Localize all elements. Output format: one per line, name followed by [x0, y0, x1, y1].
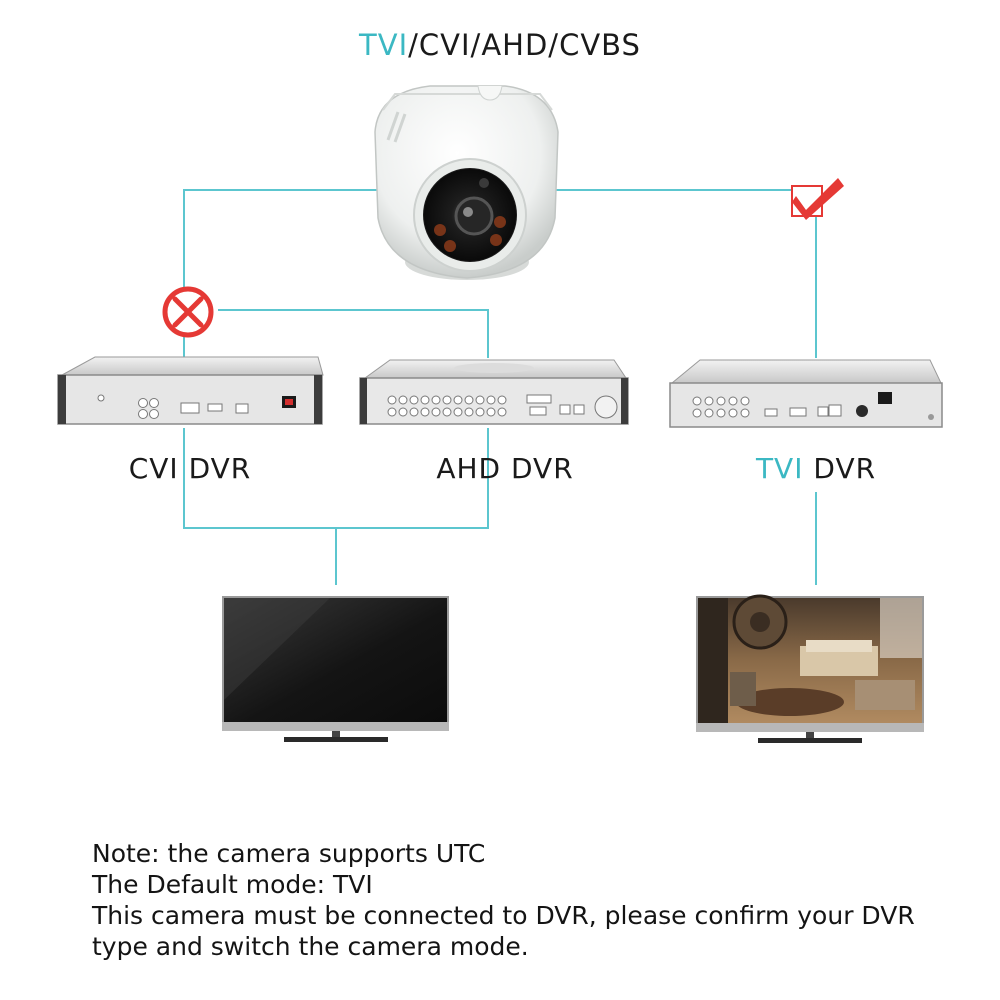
dvr-label-cvi-text: CVI DVR [128, 452, 252, 485]
title-rest: /CVI/AHD/CVBS [408, 28, 641, 62]
dvr-label-tvi-accent: TVI [755, 452, 804, 485]
x-circle-icon [162, 286, 214, 338]
line-branch-to-ahd [218, 309, 489, 358]
dome-camera [374, 85, 559, 280]
note-line-2: The Default mode: TVI [92, 870, 373, 899]
note-line-4: type and switch the camera mode. [92, 932, 529, 961]
dvr-label-tvi: TVI DVR [696, 452, 936, 485]
title-accent: TVI [359, 28, 409, 62]
diagram-title: TVI/CVI/AHD/CVBS [0, 28, 1000, 62]
dvr-cvi [57, 356, 324, 425]
tv-left [222, 596, 449, 742]
line-camera-to-tvi [548, 189, 817, 358]
dvr-ahd [359, 359, 629, 425]
dvr-label-cvi: CVI DVR [70, 452, 310, 485]
note-line-1: Note: the camera supports UTC [92, 839, 486, 868]
dvr-tvi [669, 359, 943, 428]
dvr-label-ahd-text: AHD DVR [436, 452, 574, 485]
notes: Note: the camera supports UTC The Defaul… [92, 838, 972, 962]
dvr-label-ahd: AHD DVR [385, 452, 625, 485]
tv-right [696, 594, 924, 743]
dvr-label-tvi-text: DVR [803, 452, 877, 485]
note-line-3: This camera must be connected to DVR, pl… [92, 901, 915, 930]
checkbox-check-icon [791, 178, 844, 220]
